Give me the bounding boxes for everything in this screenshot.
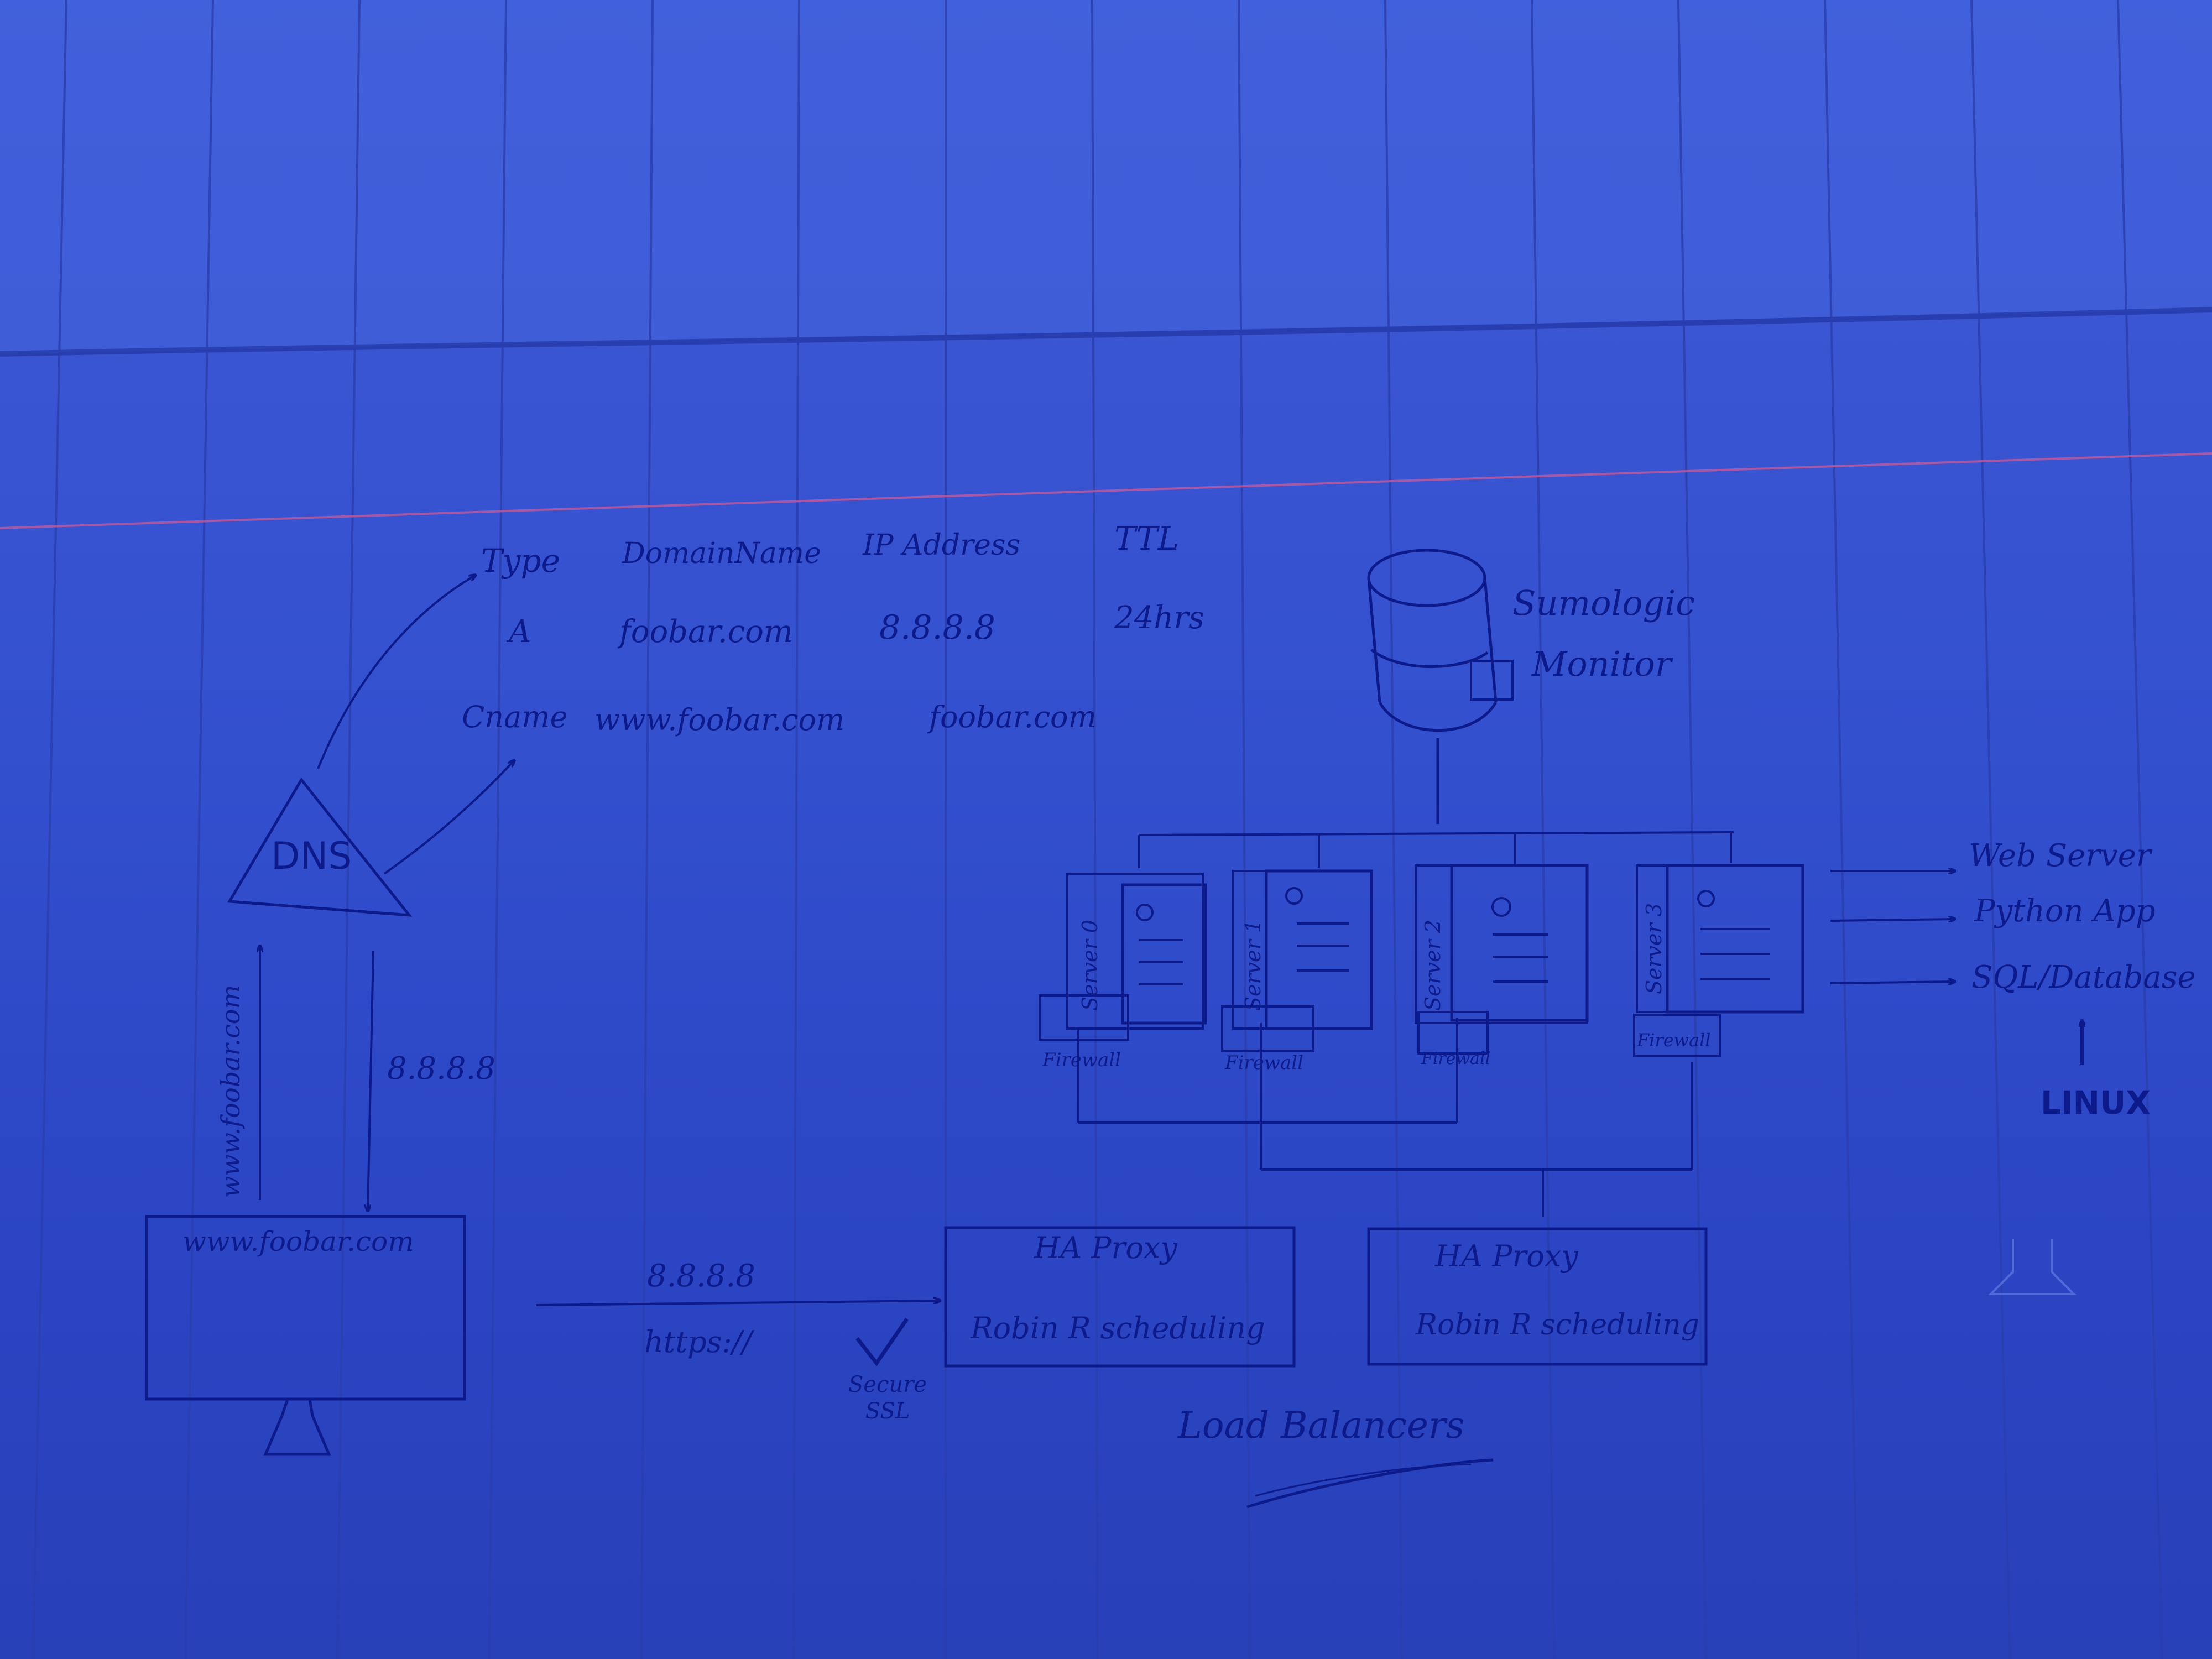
lb-1-line2: Robin R scheduling xyxy=(971,1311,1265,1345)
dns-header-ip: IP Address xyxy=(863,529,1021,562)
load-balancer-1-box xyxy=(944,1226,1296,1368)
client-screen xyxy=(145,1215,466,1401)
stack-sql-database: SQL/Database xyxy=(1971,959,2196,995)
client-stand xyxy=(263,1399,331,1456)
server-to-lb-connectors xyxy=(1077,1018,1693,1217)
monitor-label-line2: Monitor xyxy=(1532,644,1672,684)
server-0-drawing xyxy=(1039,873,1207,1041)
monitor-label-line1: Sumologic xyxy=(1512,583,1695,623)
stack-arrow-sql xyxy=(1830,982,1955,983)
dns-row-a-ttl: 24hrs xyxy=(1114,600,1204,636)
stack-arrow-python xyxy=(1830,919,1955,921)
lb-2-line2: Robin R scheduling xyxy=(1416,1308,1699,1342)
dns-label: DNS xyxy=(271,834,352,878)
client-response-label: 8.8.8.8 xyxy=(387,1051,495,1087)
client-request-label: www.foobar.com xyxy=(216,984,246,1198)
server-2-firewall: Firewall xyxy=(1421,1049,1491,1068)
load-balancers-underline xyxy=(1246,1458,1494,1509)
dns-row-a-ip: 8.8.8.8 xyxy=(879,608,995,647)
secure-ssl-label: Secure SSL xyxy=(848,1372,927,1424)
server-1-drawing xyxy=(1221,869,1373,1052)
monitor-cylinder xyxy=(1367,549,1514,824)
server-3-drawing xyxy=(1633,864,1804,1057)
ssl-checkmark xyxy=(855,1318,909,1366)
dns-triangle xyxy=(227,777,413,917)
connection-protocol: https:// xyxy=(644,1324,753,1359)
stack-python-app: Python App xyxy=(1974,893,2156,929)
server-1-label: Server 1 xyxy=(1241,919,1265,1011)
server-3-label: Server 3 xyxy=(1642,902,1666,994)
response-arrow xyxy=(368,951,374,1211)
client-screen-label: www.foobar.com xyxy=(182,1225,414,1258)
server-3-firewall: Firewall xyxy=(1637,1030,1711,1051)
dns-to-cname-arrow xyxy=(383,760,514,875)
dns-header-ttl: TTL xyxy=(1114,520,1179,557)
dns-row-cname-target: foobar.com xyxy=(929,700,1097,734)
margin-line xyxy=(0,452,2212,529)
bleed-through-mark xyxy=(1988,1239,2077,1295)
page-fold xyxy=(0,307,2212,357)
dns-row-cname-type: Cname xyxy=(462,700,568,734)
os-linux-label: LINUX xyxy=(2041,1084,2151,1121)
server-0-label: Server 0 xyxy=(1078,919,1102,1011)
dns-row-a-domain: foobar.com xyxy=(619,614,793,650)
dns-header-type: Type xyxy=(481,542,560,580)
server-0-firewall: Firewall xyxy=(1042,1049,1121,1071)
dns-header-domain: DomainName xyxy=(622,537,822,570)
server-2-label: Server 2 xyxy=(1421,919,1445,1011)
server-2-drawing xyxy=(1415,864,1589,1055)
https-arrow xyxy=(536,1301,940,1306)
stack-web-server: Web Server xyxy=(1969,838,2151,874)
load-balancers-caption: Load Balancers xyxy=(1178,1404,1465,1447)
connection-ip: 8.8.8.8 xyxy=(647,1258,755,1294)
rule-lines xyxy=(32,0,2163,1659)
lb-2-line1: HA Proxy xyxy=(1435,1239,1578,1274)
server-1-firewall: Firewall xyxy=(1225,1052,1303,1074)
dns-row-cname-domain: www.foobar.com xyxy=(594,702,845,737)
load-balancers-underline-2 xyxy=(1255,1463,1472,1497)
dns-row-a-type: A xyxy=(509,614,531,650)
load-balancer-2-box xyxy=(1367,1227,1708,1366)
monitor-bus xyxy=(1138,831,1734,868)
upper-page xyxy=(0,0,2212,354)
dns-to-type-arrow xyxy=(317,575,476,769)
lb-1-line1: HA Proxy xyxy=(1034,1230,1177,1265)
